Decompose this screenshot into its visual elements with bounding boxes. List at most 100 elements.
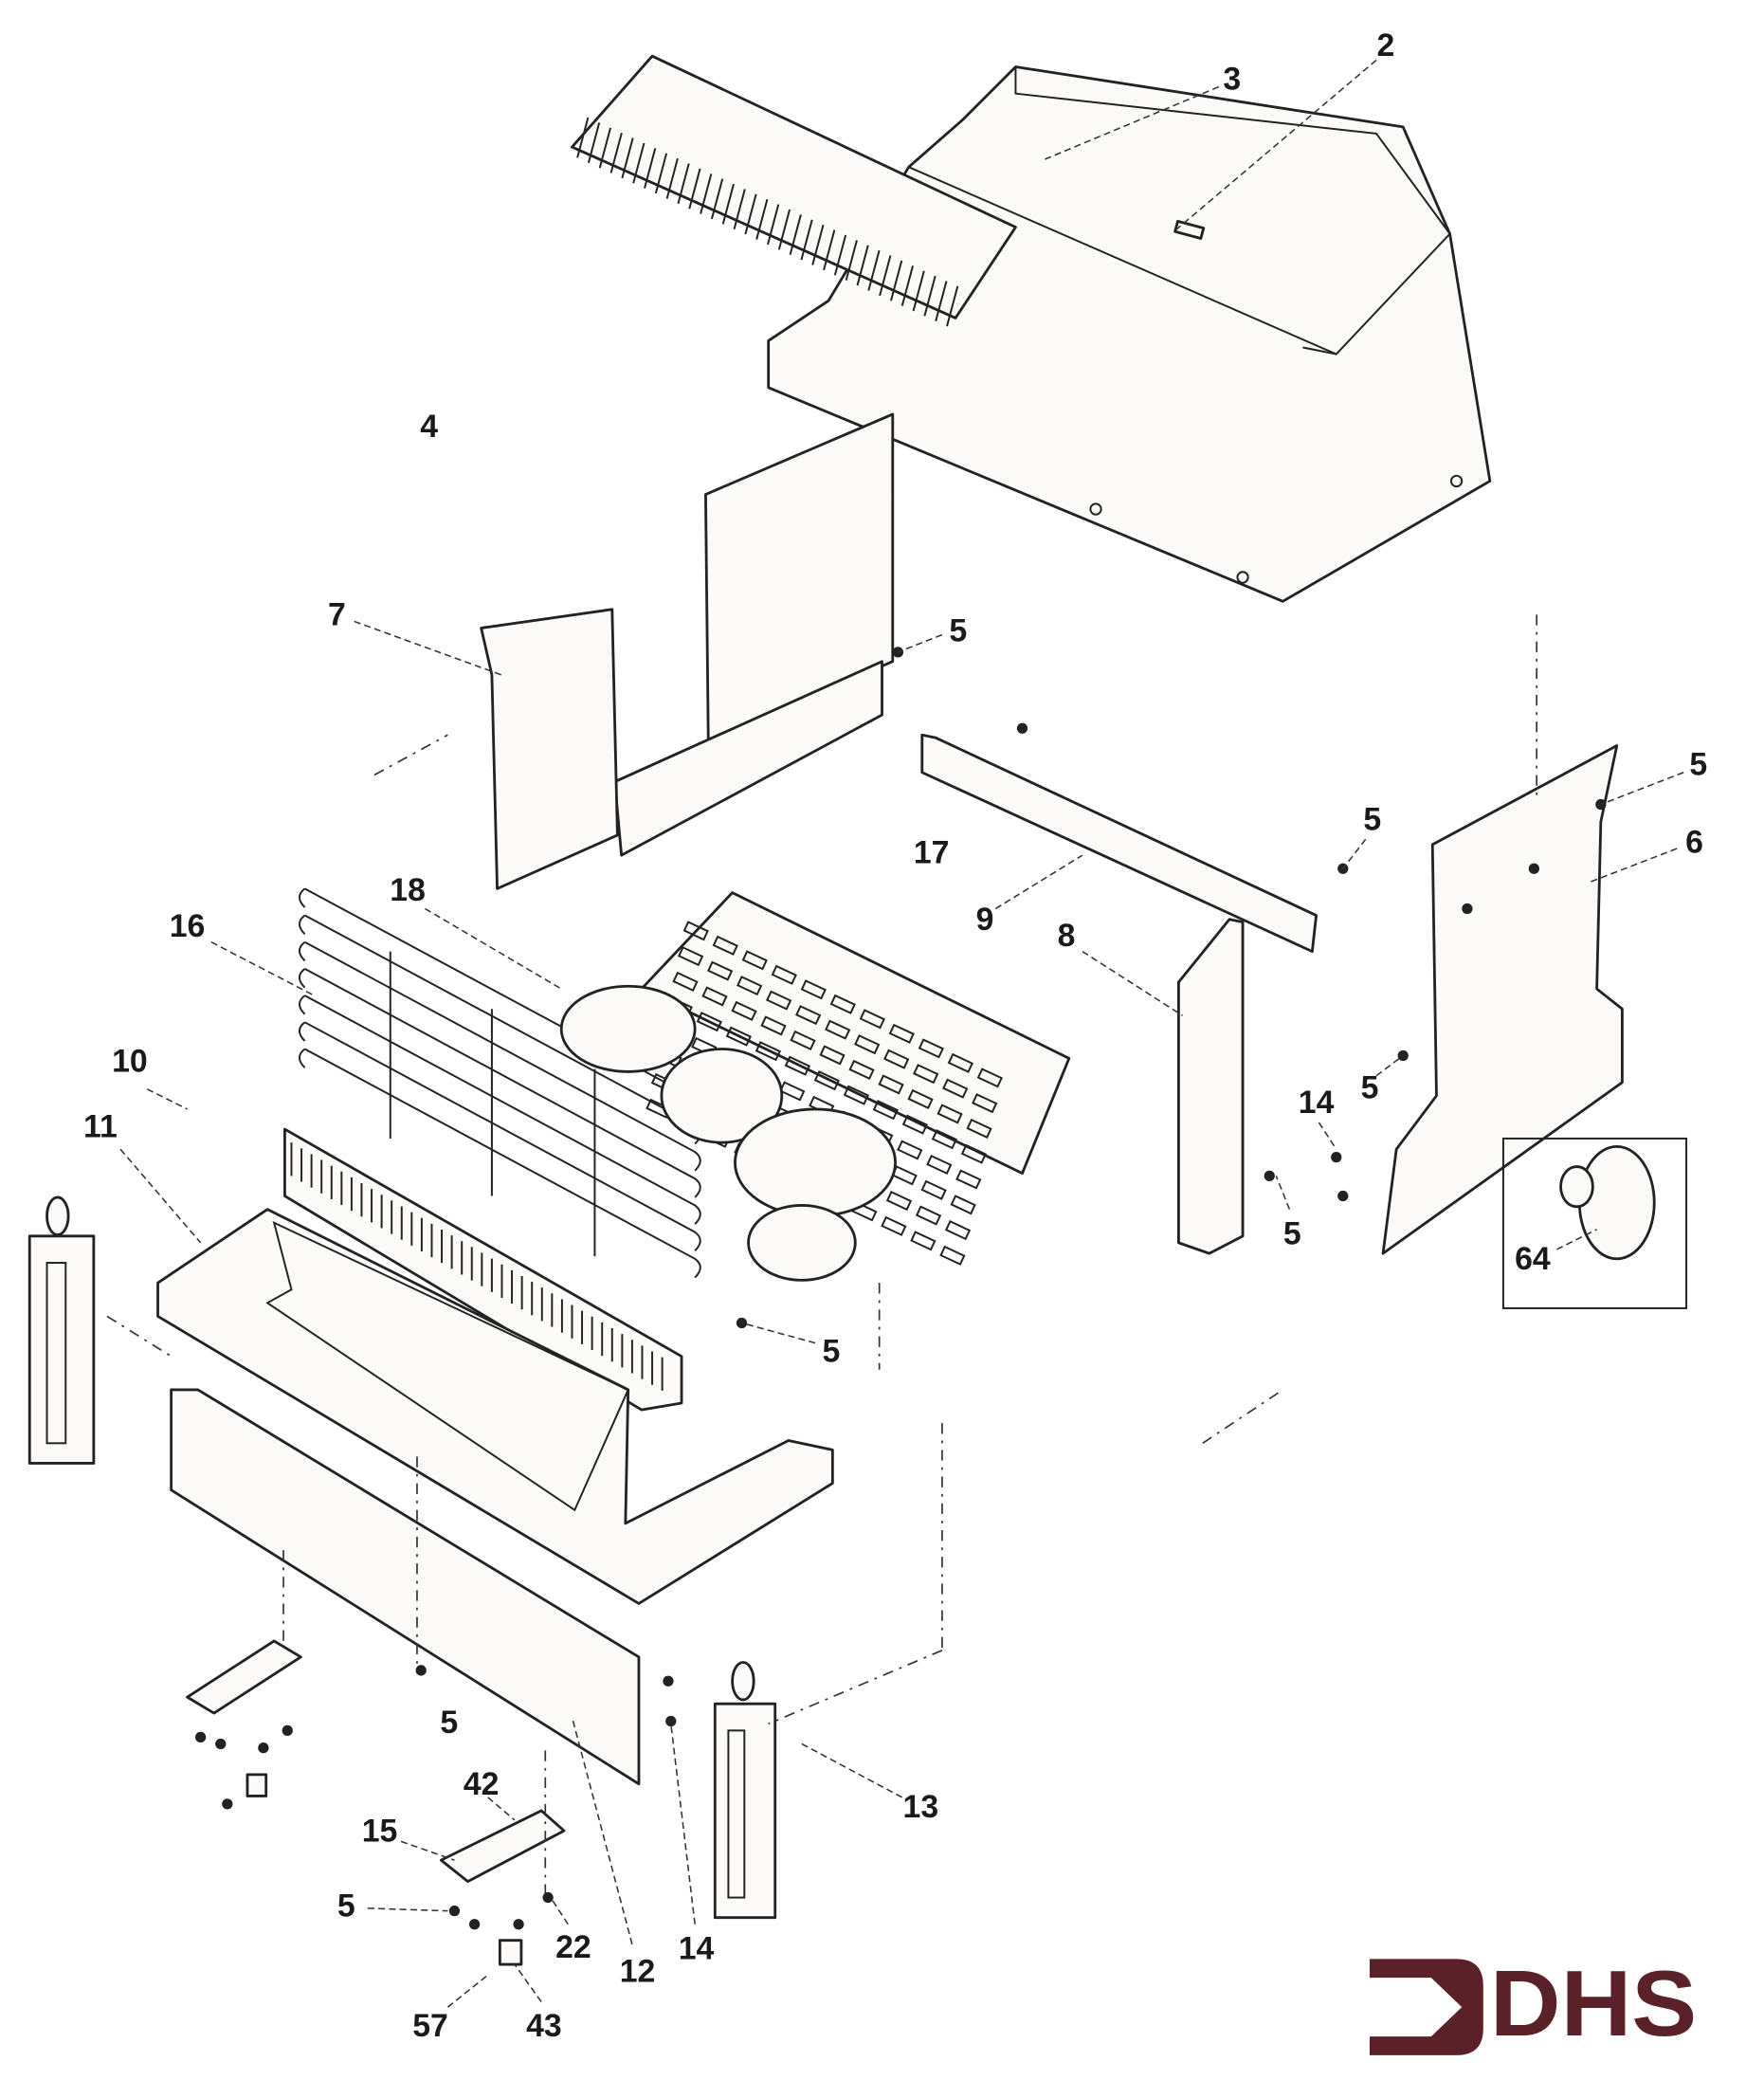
grille-slot (790, 1030, 816, 1050)
callout-16: 16 (170, 908, 206, 944)
callout-2: 2 (1376, 27, 1394, 64)
screw-icon (1331, 1152, 1342, 1163)
callout-5: 5 (949, 613, 967, 649)
grille-slot (915, 1205, 942, 1226)
left-leg (27, 1195, 96, 1465)
louvre-slot (900, 265, 914, 306)
callout-64: 64 (1515, 1241, 1551, 1277)
louvre-slot (777, 209, 791, 250)
grille-slot (741, 950, 768, 971)
louvre-slot (833, 234, 847, 276)
logo-text: DHS (1490, 1951, 1697, 2055)
callout-5: 5 (1363, 801, 1381, 837)
screw-icon (222, 1798, 233, 1810)
grille-slot (910, 1231, 937, 1251)
grille-slot (885, 1191, 913, 1212)
grille-slot (760, 1015, 787, 1036)
screw-icon (665, 1715, 677, 1727)
callout-17: 17 (914, 835, 950, 871)
louvre-slot (665, 157, 679, 199)
callout-14: 14 (1299, 1085, 1335, 1121)
louvre-slot (879, 255, 892, 297)
control-knob-inset (1501, 1137, 1688, 1309)
arrow-bracket-icon (1369, 1959, 1483, 2055)
grille-slot (737, 976, 763, 996)
louvre-slot (621, 137, 634, 179)
callout-5: 5 (1283, 1215, 1301, 1251)
callout-57: 57 (412, 2008, 448, 2044)
louvre-slot (946, 285, 959, 327)
screw-icon (542, 1891, 554, 1904)
screw-icon (415, 1665, 427, 1676)
louvre-slot (654, 153, 668, 194)
grille-slot (712, 935, 738, 956)
louvre-slot (912, 270, 925, 312)
grille-slot (891, 1165, 918, 1186)
left-side-panel (480, 608, 619, 890)
screw-icon (282, 1724, 293, 1737)
callout-15: 15 (362, 1813, 398, 1849)
callout-11: 11 (83, 1109, 118, 1145)
screw-icon (513, 1919, 524, 1930)
grille-slot (779, 1081, 806, 1102)
louvre-slot (632, 142, 646, 184)
grille-slot (848, 1059, 875, 1080)
screw-icon (1462, 903, 1473, 915)
grille-slot (918, 1038, 944, 1059)
grille-slot (942, 1078, 969, 1099)
grille-slot (944, 1220, 972, 1241)
screw-icon (663, 1675, 674, 1687)
grille-slot (976, 1067, 1003, 1088)
callout-8: 8 (1058, 918, 1076, 954)
callout-3: 3 (1223, 61, 1241, 97)
dhs-logo: DHS (1369, 1951, 1697, 2055)
callout-10: 10 (112, 1043, 148, 1079)
callout-5: 5 (823, 1333, 841, 1369)
callout-9: 9 (976, 902, 994, 938)
screw-icon (258, 1742, 269, 1754)
grille-slot (897, 1140, 923, 1160)
grille-slot (725, 1026, 752, 1047)
louvre-slot (598, 127, 611, 169)
grille-slot (881, 1215, 907, 1236)
callout-7: 7 (328, 597, 346, 633)
grille-slot (843, 1085, 870, 1105)
louvre-slot (867, 249, 881, 291)
grille-slot (755, 1041, 781, 1062)
callout-6: 6 (1685, 824, 1703, 860)
screw-icon (1595, 798, 1607, 811)
grille-slot (682, 921, 709, 941)
grille-slot (907, 1088, 934, 1109)
louvre-slot (935, 281, 948, 322)
grille-slot (672, 971, 699, 992)
callout-labels: 2 3 4 5 7 5 5 6 17 18 16 9 8 10 5 14 11 … (83, 27, 1707, 2044)
screw-icon (215, 1738, 227, 1750)
fret-bar (298, 1021, 701, 1252)
top-louvre-grille (571, 54, 1017, 327)
fire-fret (298, 887, 701, 1279)
grille-slot (819, 1045, 846, 1066)
grille-slot (937, 1104, 963, 1124)
grille-slot (883, 1049, 910, 1069)
fret-bar (298, 968, 701, 1198)
louvre-slot (587, 122, 601, 163)
grille-slot (859, 1009, 885, 1030)
cross-bar (920, 733, 1318, 954)
callout-42: 42 (464, 1766, 500, 1802)
clip-43 (498, 1939, 523, 1966)
louvre-slot (755, 199, 769, 240)
screw-icon (1528, 863, 1540, 874)
bracket-left (186, 1639, 302, 1715)
callout-5: 5 (1361, 1070, 1379, 1106)
leader-lines (119, 59, 1684, 2008)
fascia-base (156, 1208, 834, 1605)
louvre-slot (710, 178, 724, 220)
callout-5: 5 (337, 1888, 355, 1924)
louvre-slot (800, 219, 813, 261)
callout-5: 5 (440, 1705, 458, 1741)
grille-slot (926, 1154, 953, 1176)
front-trim-panel (170, 1388, 641, 1786)
grille-slot (888, 1023, 915, 1044)
callout-5: 5 (1689, 747, 1707, 783)
